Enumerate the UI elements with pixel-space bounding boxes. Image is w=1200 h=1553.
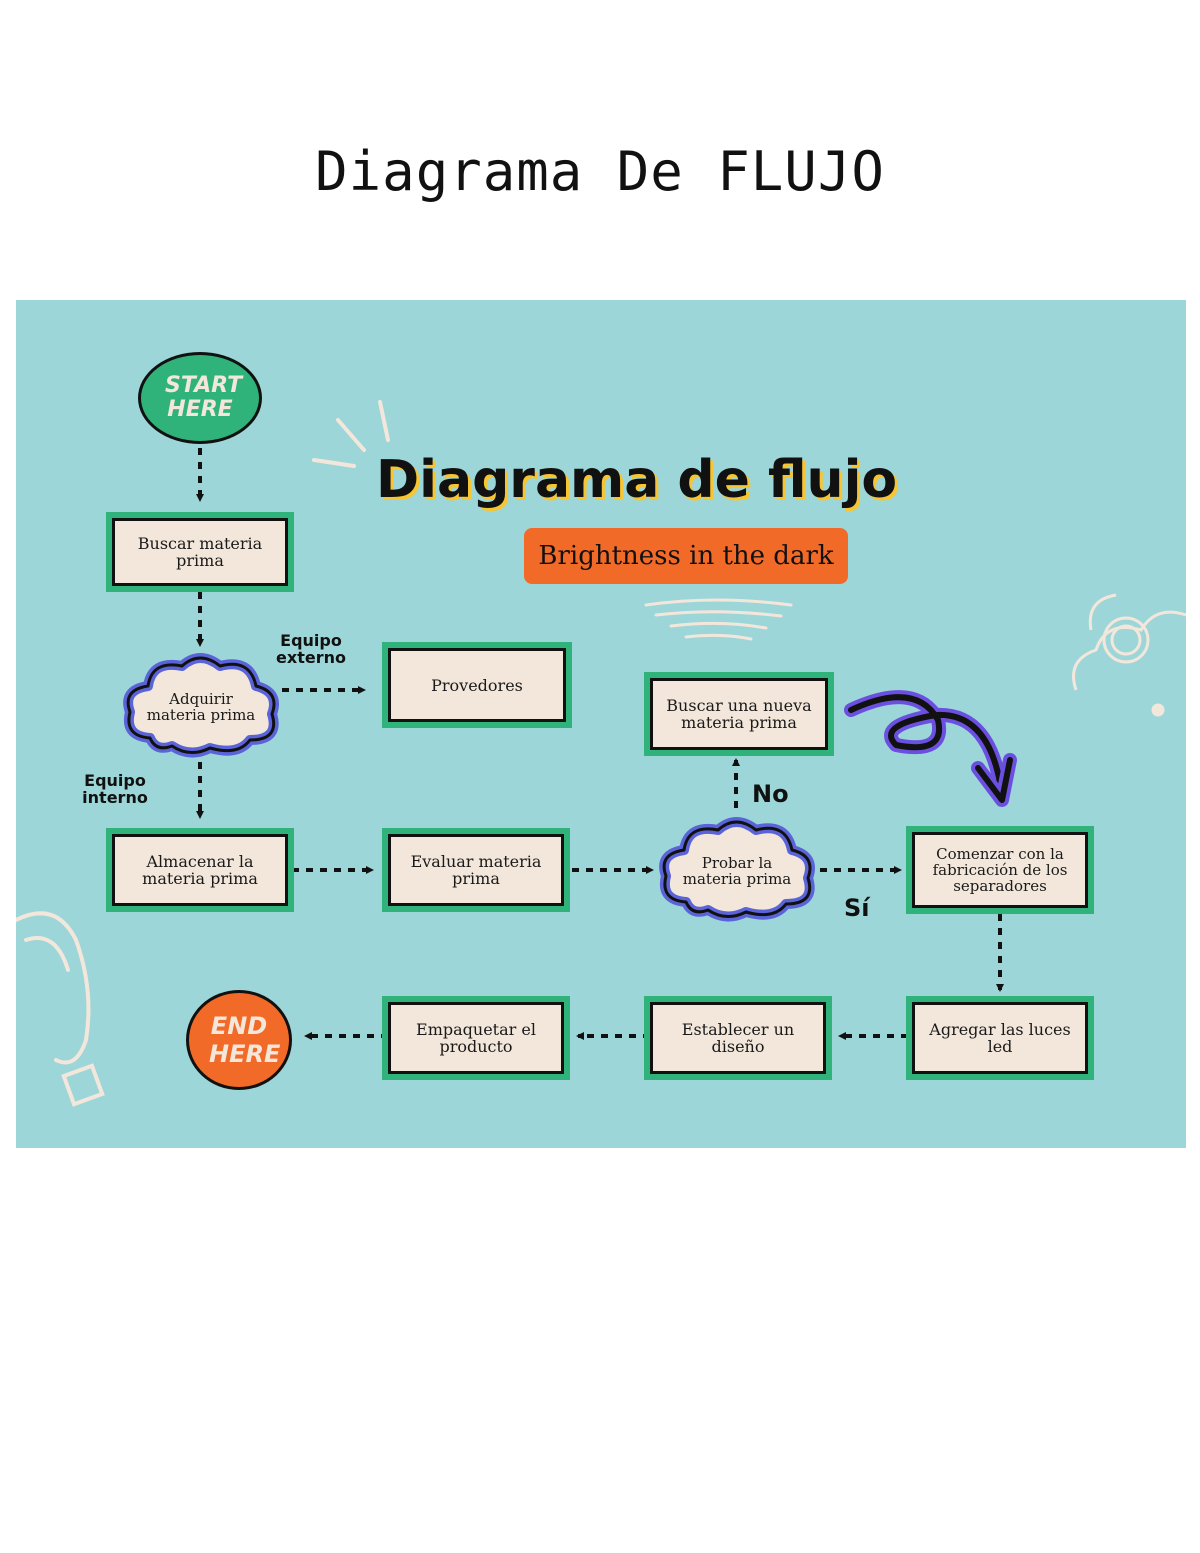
node-comenzar-fabricacion: Comenzar con la fabricación de los separ…	[906, 826, 1094, 914]
cloud-probar-materia-prima: Probar la materia prima	[656, 814, 818, 922]
sparkle-doodle	[312, 400, 390, 468]
node-buscar-nueva-materia-prima: Buscar una nueva materia prima	[644, 672, 834, 756]
diagram-title: Diagrama de flujo	[376, 450, 898, 510]
swirl-doodle	[644, 598, 793, 641]
cloud-doodle	[1072, 593, 1186, 717]
node-buscar-materia-prima: Buscar materia prima	[106, 512, 294, 592]
diagram-subtitle: Brightness in the dark	[524, 528, 848, 584]
cloud-shape-probar	[659, 817, 815, 922]
end-here-badge: END HERE	[186, 990, 292, 1090]
node-evaluar-materia-prima: Evaluar materia prima	[382, 828, 570, 912]
label-equipo-externo: Equipo externo	[270, 632, 352, 666]
lightbulb-doodle	[16, 911, 105, 1107]
connectors-layer	[16, 400, 1186, 1107]
start-here-text: START HERE	[165, 373, 243, 422]
node-agregar-luces-led: Agregar las luces led	[906, 996, 1094, 1080]
label-equipo-interno: Equipo interno	[74, 772, 156, 806]
page-title: Diagrama De FLUJO	[315, 140, 885, 203]
cloud-adquirir-text: Adquirir materia prima	[146, 690, 256, 724]
label-si: Sí	[844, 894, 870, 922]
start-here-badge: START HERE	[138, 352, 262, 444]
node-establecer-diseno: Establecer un diseño	[644, 996, 832, 1080]
cloud-shape-adquirir	[123, 653, 279, 758]
flowchart-canvas: START HERE Diagrama de flujo Brightness …	[16, 300, 1186, 1148]
label-equipo-interno-text: Equipo interno	[82, 771, 148, 807]
cloud-adquirir-materia-prima: Adquirir materia prima	[120, 650, 282, 758]
swirl-arrow-icon	[844, 690, 1017, 807]
node-almacenar-materia-prima: Almacenar la materia prima	[106, 828, 294, 912]
node-empaquetar-producto: Empaquetar el producto	[382, 996, 570, 1080]
cloud-probar-text: Probar la materia prima	[682, 854, 792, 888]
label-equipo-externo-text: Equipo externo	[276, 631, 346, 667]
end-here-text: END HERE	[209, 1012, 281, 1068]
label-no: No	[752, 780, 789, 808]
node-proveedores: Provedores	[382, 642, 572, 728]
